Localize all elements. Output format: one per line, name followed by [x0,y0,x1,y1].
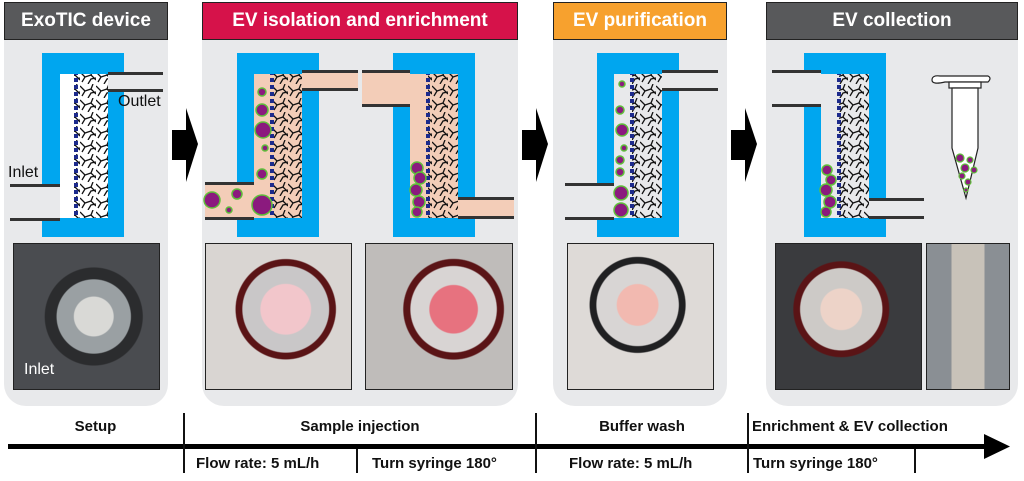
phase-buffer-wash: Buffer wash [599,418,685,435]
phase-sample-injection: Sample injection [300,418,420,435]
label-inlet: Inlet [8,164,39,181]
timeline-arrowhead-icon [984,434,1010,459]
stage-title-ev-purification: EV purification [553,2,727,40]
stage-title-ev-collection: EV collection [766,2,1018,40]
schematic-buffer-wash [565,53,718,237]
phase-enrichment-collection: Enrichment & EV collection [752,418,948,435]
timeline-divider [535,413,537,473]
photo-turn-syringe [365,243,513,390]
timeline-subdivider [914,449,916,473]
timeline-axis [8,434,1010,459]
timeline-subdivider [356,449,358,473]
photo-sample-injection [205,243,352,390]
stage-title-exotic-device: ExoTIC device [4,2,168,40]
step-turn-syringe-2: Turn syringe 180° [753,455,878,472]
step-flow-rate-wash: Flow rate: 5 mL/h [569,455,693,472]
timeline-divider [183,413,185,473]
stage-arrows [172,108,757,182]
arrow-icon [731,108,757,182]
label-outlet: Outlet [118,93,161,110]
timeline-divider [747,413,749,473]
stage-title-ev-isolation: EV isolation and enrichment [202,2,518,40]
photo-label-inlet: Inlet [24,361,55,378]
schematic-ev-collection [772,53,991,237]
schematic-turn-syringe [362,53,514,237]
step-flow-rate-injection: Flow rate: 5 mL/h [196,455,320,472]
phase-setup: Setup [74,418,117,435]
photo-exotic-device: Inlet [13,243,160,390]
arrow-icon [172,108,198,182]
photo-enrichment [775,243,922,390]
photo-collection-tube [926,243,1010,390]
arrow-icon [522,108,548,182]
schematic-exotic-device [10,53,163,237]
collection-tube-icon [931,75,991,201]
photo-buffer-wash [567,243,714,390]
schematic-sample-injection [203,53,358,237]
step-turn-syringe-1: Turn syringe 180° [372,455,497,472]
